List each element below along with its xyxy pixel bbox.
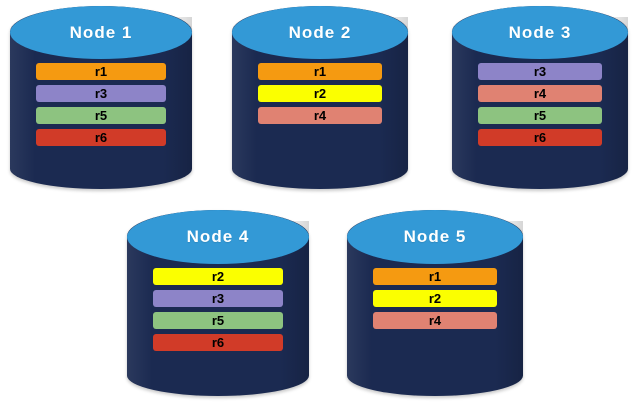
replica-label: r2	[313, 85, 327, 101]
node-1[interactable]: Node 1 r1 r3 r5 r6	[10, 6, 192, 189]
cylinder-top-ellipse: Node 3	[452, 6, 628, 60]
node-label: Node 5	[403, 226, 467, 246]
replica-label: r4	[313, 107, 327, 123]
replica-bar-r4[interactable]: r4	[257, 106, 383, 124]
replica-label: r1	[313, 63, 327, 79]
replica-list: r1 r2 r4	[257, 62, 383, 124]
replica-label: r3	[94, 85, 108, 101]
replica-label: r6	[533, 129, 547, 145]
replica-list: r1 r2 r4	[372, 267, 498, 329]
replica-bar-r1[interactable]: r1	[257, 62, 383, 80]
replica-list: r1 r3 r5 r6	[36, 62, 166, 146]
replica-label: r3	[211, 290, 225, 306]
replica-label: r5	[211, 312, 225, 328]
replica-label: r4	[428, 312, 442, 328]
replica-bar-r6[interactable]: r6	[36, 128, 166, 146]
replica-bar-r2[interactable]: r2	[372, 289, 498, 307]
replica-label: r2	[211, 268, 225, 284]
replica-label: r3	[533, 63, 547, 79]
replica-bar-r5[interactable]: r5	[36, 106, 166, 124]
replica-label: r1	[94, 63, 108, 79]
node-label: Node 2	[288, 22, 352, 42]
replica-label: r1	[428, 268, 442, 284]
replica-bar-r1[interactable]: r1	[372, 267, 498, 285]
node-4[interactable]: Node 4 r2 r3 r5 r6	[127, 210, 309, 396]
replica-bar-r5[interactable]: r5	[153, 311, 283, 329]
replica-label: r4	[533, 85, 547, 101]
replica-bar-r3[interactable]: r3	[36, 84, 166, 102]
node-2[interactable]: Node 2 r1 r2 r4	[232, 6, 408, 189]
cylinder-top-ellipse: Node 2	[232, 6, 408, 60]
replica-bar-r2[interactable]: r2	[257, 84, 383, 102]
replica-bar-r6[interactable]: r6	[153, 333, 283, 351]
replica-list: r3 r4 r5 r6	[477, 62, 603, 146]
replica-bar-r3[interactable]: r3	[477, 62, 603, 80]
replica-label: r6	[211, 334, 225, 350]
replica-label: r5	[94, 107, 108, 123]
node-5[interactable]: Node 5 r1 r2 r4	[347, 210, 523, 396]
replica-bar-r1[interactable]: r1	[36, 62, 166, 80]
node-3[interactable]: Node 3 r3 r4 r5 r6	[452, 6, 628, 189]
replica-list: r2 r3 r5 r6	[153, 267, 283, 351]
replica-label: r5	[533, 107, 547, 123]
node-label: Node 4	[186, 226, 250, 246]
cylinder-top-ellipse: Node 4	[127, 210, 309, 264]
cylinder-top-ellipse: Node 5	[347, 210, 523, 264]
replica-label: r6	[94, 129, 108, 145]
replica-bar-r4[interactable]: r4	[372, 311, 498, 329]
cylinder-top-ellipse: Node 1	[10, 6, 192, 60]
replica-bar-r5[interactable]: r5	[477, 106, 603, 124]
replica-bar-r2[interactable]: r2	[153, 267, 283, 285]
replica-label: r2	[428, 290, 442, 306]
replica-bar-r6[interactable]: r6	[477, 128, 603, 146]
replica-bar-r4[interactable]: r4	[477, 84, 603, 102]
replica-bar-r3[interactable]: r3	[153, 289, 283, 307]
node-label: Node 1	[69, 22, 133, 42]
node-label: Node 3	[508, 22, 572, 42]
